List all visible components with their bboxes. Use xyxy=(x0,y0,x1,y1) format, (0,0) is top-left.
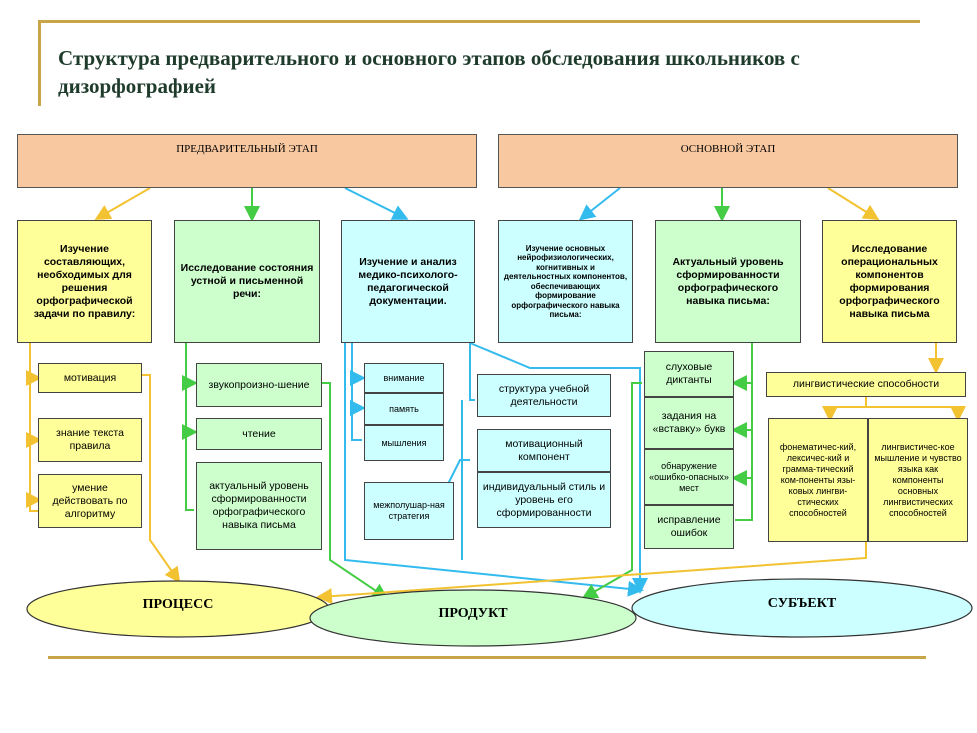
item-learning-activity: структура учебной деятельности xyxy=(477,374,611,417)
item-error-correction: исправление ошибок xyxy=(644,505,734,549)
column-documentation: Изучение и анализ медико-психолого-педаг… xyxy=(341,220,475,343)
item-algorithm-skill: умение действовать по алгоритму xyxy=(38,474,142,528)
item-dictations: слуховые диктанты xyxy=(644,351,734,397)
item-risky-spots: обнаружение «ошибко-опасных» мест xyxy=(644,449,734,505)
main-stage-header: ОСНОВНОЙ ЭТАП xyxy=(498,134,958,188)
column-components: Изучение основных нейрофизиологических, … xyxy=(498,220,633,343)
item-linguistic-abilities: лингвистические способности xyxy=(766,372,966,397)
item-insert-letters: задания на «вставку» букв xyxy=(644,397,734,449)
item-linguistic-thinking: лингвистичес-кое мышление и чувство язык… xyxy=(868,418,968,542)
outcome-process-label: ПРОЦЕСС xyxy=(142,597,214,612)
item-writing-level: актуальный уровень сформированности орфо… xyxy=(196,462,322,550)
item-thinking: мышления xyxy=(364,425,444,461)
ellipse-subject xyxy=(631,578,973,638)
item-motivational-component: мотивационный компонент xyxy=(477,429,611,472)
item-rule-knowledge: знание текста правила xyxy=(38,418,142,462)
item-reading: чтение xyxy=(196,418,322,450)
item-language-components: фонематичес-кий, лексичес-кий и грамма-т… xyxy=(768,418,868,542)
preliminary-stage-header: ПРЕДВАРИТЕЛЬНЫЙ ЭТАП xyxy=(17,134,477,188)
column-speech-state: Исследование состояния устной и письменн… xyxy=(174,220,320,343)
item-memory: память xyxy=(364,393,444,425)
page-title: Структура предварительного и основного э… xyxy=(58,46,800,98)
item-motivation: мотивация xyxy=(38,363,142,393)
column-actual-level: Актуальный уровень сформированности орфо… xyxy=(655,220,801,343)
ellipse-product xyxy=(309,589,637,647)
outcome-subject-label: СУБЪЕКТ xyxy=(767,596,837,611)
column-operational-components: Исследование операциональных компонентов… xyxy=(822,220,957,343)
top-rule xyxy=(38,20,920,23)
item-hemispheric-strategy: межполушар-ная стратегия xyxy=(364,482,454,540)
item-attention: внимание xyxy=(364,363,444,393)
left-rule xyxy=(38,20,41,106)
item-pronunciation: звукопроизно-шение xyxy=(196,363,322,407)
item-individual-style: индивидуальный стиль и уровень его сформ… xyxy=(477,472,611,528)
column-rule-components: Изучение составляющих, необходимых для р… xyxy=(17,220,152,343)
outcome-product-label: ПРОДУКТ xyxy=(438,606,508,621)
bottom-rule xyxy=(48,656,926,659)
